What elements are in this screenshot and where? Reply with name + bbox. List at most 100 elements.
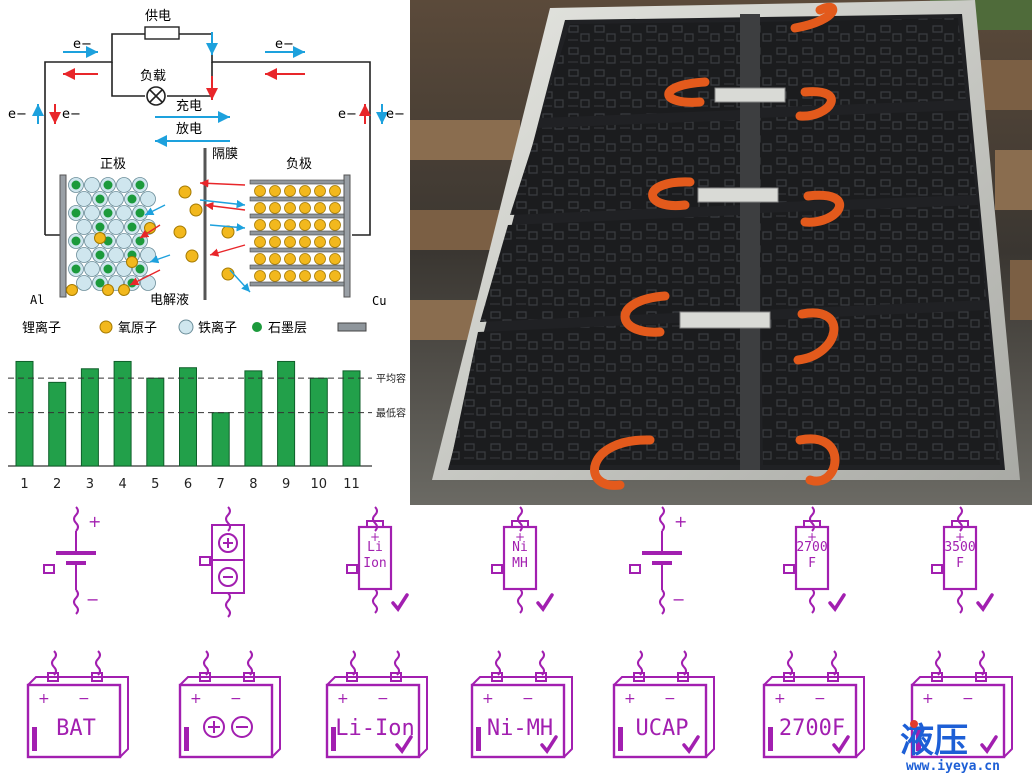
o-atom	[135, 180, 145, 190]
o-atom	[71, 180, 81, 190]
svg-text:+: +	[955, 530, 965, 544]
svg-text:−: −	[522, 691, 534, 707]
bar	[15, 360, 34, 467]
anode-li-ion	[254, 202, 266, 214]
svg-text:+: +	[38, 691, 50, 707]
electron-label-right-b: e−	[386, 107, 405, 122]
svg-text:+: +	[482, 691, 494, 707]
discharge-label: 放电	[176, 122, 202, 137]
icon-label: Li	[367, 540, 383, 555]
anode-collector-cu	[343, 174, 351, 298]
reference-label: 平均容	[376, 372, 406, 385]
anode-li-ion	[254, 253, 266, 265]
graphite-layer	[249, 264, 345, 270]
anode-li-ion	[329, 236, 341, 248]
icon-grid-svg: +−LiIon+NiMH++−2700F+3500F++−BAT+−+−Li-I…	[26, 506, 1013, 759]
o-atom	[103, 264, 113, 274]
fe-ion	[84, 261, 100, 277]
svg-text:+: +	[624, 691, 636, 707]
icon-label: F	[808, 556, 816, 571]
o-atom	[135, 208, 145, 218]
anode-li-ion	[299, 219, 311, 231]
module	[759, 205, 986, 310]
fe-ion	[108, 247, 124, 263]
anode-li-ion	[299, 202, 311, 214]
legend-graphite-swatch	[337, 322, 367, 332]
anode-li-ion	[254, 219, 266, 231]
legend-fe-swatch	[178, 319, 194, 335]
polarity-pack-icon: +−	[178, 650, 281, 759]
anode-li-ion	[284, 270, 296, 282]
svg-text:+: +	[190, 691, 202, 707]
watermark-svg: 液压 www.iyeya.cn	[900, 720, 1000, 774]
reference-label: 最低容	[376, 407, 406, 420]
graphite-layer	[249, 281, 345, 287]
supply-resistor	[144, 26, 180, 40]
anode-li-ion	[314, 270, 326, 282]
icon-label: MH	[512, 556, 528, 571]
fe-ion	[108, 219, 124, 235]
fe-ion	[76, 219, 92, 235]
lamp-cross	[149, 89, 163, 103]
o-atom	[127, 194, 137, 204]
ultracap-2700-icon: 2700F+	[783, 506, 846, 614]
anode-li-ion	[329, 219, 341, 231]
x-tick-label: 8	[249, 477, 257, 492]
schematic-svg: 供电 负载 e− e− e− e− e− e− 充电 放电 隔膜 正极 Al	[8, 9, 405, 336]
electrolyte-li-ion	[185, 249, 199, 263]
anode-li-ion	[314, 253, 326, 265]
anode-li-ion	[284, 185, 296, 197]
ucap-pack-icon: +−UCAP	[612, 650, 715, 759]
svg-text:+: +	[515, 530, 525, 544]
electron-label-top-left: e−	[73, 37, 92, 52]
capacitor-cell-icon: +−	[629, 506, 687, 615]
electron-label-left-b: e−	[62, 107, 81, 122]
separator-label: 隔膜	[212, 147, 238, 162]
icon-label: F	[956, 556, 964, 571]
icon-label: Ion	[363, 556, 386, 571]
anode-li-ion	[299, 253, 311, 265]
cathode-lattice	[66, 177, 156, 296]
o-atom	[71, 264, 81, 274]
icon-label: Ni	[512, 540, 528, 555]
cathode-li-ion	[66, 284, 78, 296]
fe-ion	[76, 247, 92, 263]
bar	[48, 381, 67, 467]
icon-label: 3500	[944, 540, 975, 555]
bar	[244, 370, 263, 467]
icon-label: Ni-MH	[487, 716, 553, 741]
o-atom	[71, 236, 81, 246]
fe-ion	[108, 191, 124, 207]
svg-text:+: +	[674, 512, 687, 531]
cu-label: Cu	[372, 294, 386, 308]
bat-pack-icon: +−BAT	[26, 650, 129, 759]
o-atom	[135, 264, 145, 274]
svg-text:+: +	[774, 691, 786, 707]
o-atom	[103, 180, 113, 190]
module	[510, 120, 742, 215]
x-tick-label: 11	[343, 477, 360, 492]
fe-ion	[140, 275, 156, 291]
x-tick-label: 5	[151, 477, 159, 492]
bar	[113, 360, 132, 467]
anode-li-ion	[254, 236, 266, 248]
svg-text:−: −	[664, 691, 676, 707]
o-atom	[95, 278, 105, 288]
anode-li-ion	[269, 236, 281, 248]
bar	[80, 368, 99, 467]
anode-li-ion	[329, 270, 341, 282]
graphite-layer	[249, 230, 345, 236]
anode-li-ion	[254, 185, 266, 197]
svg-text:−: −	[78, 691, 90, 707]
cathode-label: 正极	[100, 157, 126, 172]
watermark-accent	[910, 720, 918, 728]
svg-text:−: −	[230, 691, 242, 707]
anode-li-ion	[314, 236, 326, 248]
watermark-logo-text: 液压	[900, 721, 968, 761]
anode-li-ion	[299, 236, 311, 248]
ni-mh-pack-icon: + − Ni-MH	[470, 650, 573, 759]
anode-graphite-layers	[249, 179, 345, 287]
legend-li-swatch	[99, 320, 113, 334]
bar	[146, 377, 165, 467]
